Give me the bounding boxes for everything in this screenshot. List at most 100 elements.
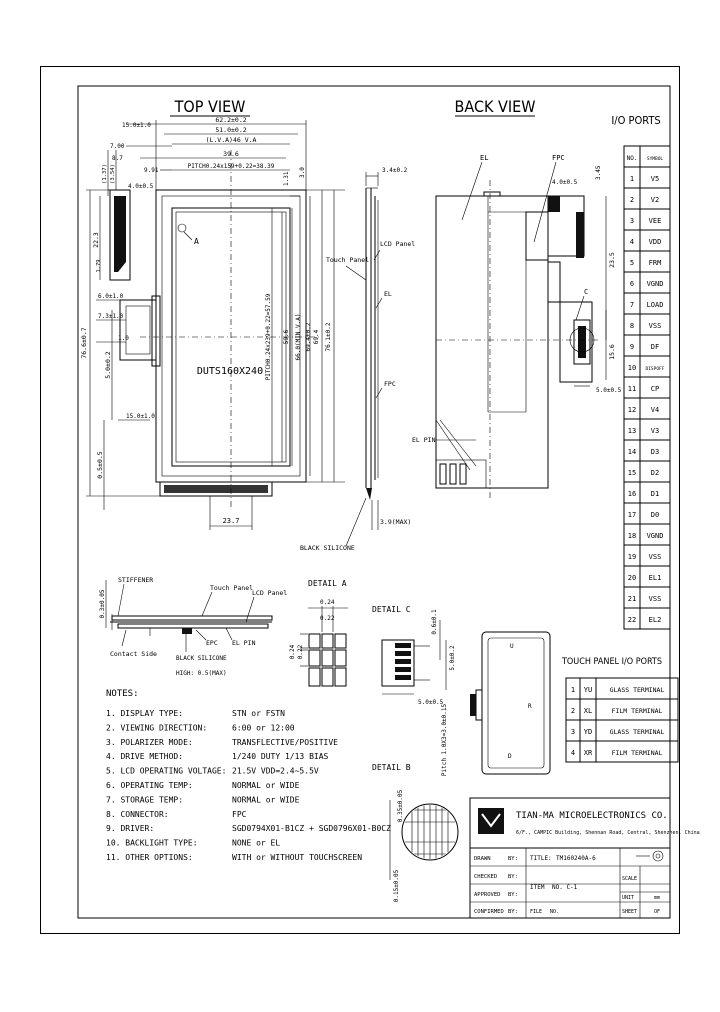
note-label: 2. VIEWING DIRECTION:	[106, 723, 207, 732]
label-stiffener: STIFFENER	[118, 576, 153, 584]
io-row-symbol: EL2	[649, 616, 662, 624]
detail-c-dim-0-6: 0.6±0.1	[431, 609, 438, 635]
detail-c-pitch: Pitch 1.0X3=3.0±0.15	[441, 703, 448, 776]
tp-cell: 2	[571, 707, 575, 715]
dim-8-7: 8.7	[112, 155, 123, 162]
io-row-no: 22	[628, 616, 636, 624]
note-label: 3. POLARIZER MODE:	[106, 738, 193, 747]
tb-title-value: TM160240A-6	[556, 855, 596, 862]
tp-cell: 3	[571, 728, 575, 736]
dim-5-0-v: 5.0±0.2	[104, 351, 112, 378]
tb-checked-label: CHECKED	[474, 874, 497, 880]
io-row-symbol: VSS	[649, 322, 662, 330]
label-section-silicone: BLACK SILICONE	[176, 655, 227, 662]
io-row-no: 8	[630, 322, 634, 330]
dim-15-left: 15.0±1.0	[122, 122, 151, 129]
io-row-no: 5	[630, 259, 634, 267]
tb-sheet-label: SHEET	[622, 909, 637, 915]
dim-1-37: (1.37)	[102, 164, 108, 184]
tp-cell: 1	[571, 686, 575, 694]
label-section-high: HIGH: 0.5(MAX)	[176, 670, 227, 677]
detail-a-marker: A	[194, 237, 199, 246]
note-label: 6. OPERATING TEMP:	[106, 781, 193, 790]
tb-file-label: FILE	[530, 909, 542, 915]
io-row-no: 17	[628, 511, 636, 519]
dim-59-6: 59.6	[283, 329, 290, 344]
label-touch-panel: Touch Panel	[326, 256, 369, 264]
tp-cell: GLASS TERMINAL	[610, 728, 665, 736]
detail-a-dim-022-v: 0.22	[297, 644, 304, 659]
note-label: 8. CONNECTOR:	[106, 810, 169, 819]
dim-69-4-tol: 69.4±0.2	[305, 322, 312, 351]
io-row-no: 7	[630, 301, 634, 309]
io-row-no: 19	[628, 553, 636, 561]
detail-c-dim-5-0-v: 5.0±0.2	[449, 645, 456, 671]
company-address: 6/F., CAMPIC Building, Shennan Road, Cen…	[516, 830, 700, 836]
tb-sheet-value: OF	[654, 909, 660, 915]
io-row-symbol: VEE	[649, 217, 662, 225]
label-fpc-side: FPC	[384, 380, 396, 388]
io-row-no: 6	[630, 280, 634, 288]
detail-c-drawing	[381, 620, 447, 695]
detail-c-dim-5-0-h: 5.0±0.5	[418, 699, 444, 706]
io-row-no: 16	[628, 490, 636, 498]
touch-panel-title: TOUCH PANEL I/O PORTS	[561, 657, 662, 667]
io-row-no: 3	[630, 217, 634, 225]
dim-1-31: 1.31	[283, 171, 290, 186]
io-row-symbol: D0	[651, 511, 659, 519]
label-section-touch: Touch Panel	[210, 584, 253, 592]
tb-drawn-by: BY:	[508, 856, 518, 862]
tb-file-value: NO.	[550, 909, 559, 915]
io-row-no: 20	[628, 574, 636, 582]
label-section-epc: EPC	[206, 639, 218, 647]
io-header-no: NO.	[627, 155, 638, 162]
io-row-no: 2	[630, 196, 634, 204]
dim-3-54: (3.54)	[110, 164, 116, 184]
tp-cell: 4	[571, 749, 575, 757]
tp-cell: GLASS TERMINAL	[610, 686, 665, 694]
io-row-no: 18	[628, 532, 636, 540]
drawing-sheet	[40, 66, 680, 934]
dim-1-0: 1.0	[118, 335, 129, 342]
fpc-pins	[164, 485, 268, 493]
io-row-symbol: DF	[651, 343, 659, 351]
back-view-title: BACK VIEW	[455, 97, 536, 116]
dim-6-0: 6.0±1.0	[98, 293, 124, 300]
dim-4-0: 4.0±0.5	[128, 183, 154, 190]
label-contact-side: Contact Side	[110, 650, 157, 658]
company-name: TIAN-MA MICROELECTRONICS CO.	[516, 811, 668, 821]
detail-b-dim-0-15: 0.15±0.05	[393, 869, 400, 902]
dim-76-1: 76.1±0.2	[325, 322, 332, 351]
io-row-symbol: VGND	[647, 280, 664, 288]
detail-c-title: DETAIL C	[372, 605, 411, 614]
detail-b-title: DETAIL B	[372, 763, 411, 772]
io-row-symbol: VGND	[647, 532, 664, 540]
tb-checked-by: BY:	[508, 874, 518, 880]
io-row-symbol: VDD	[649, 238, 662, 246]
io-row-symbol: FRM	[649, 259, 662, 267]
dim-15-bottom: 15.0±1.0	[126, 413, 155, 420]
dim-3-4: 3.4±0.2	[382, 167, 408, 174]
label-el-pin: EL PIN	[412, 436, 436, 444]
io-row-no: 4	[630, 238, 634, 246]
io-row-no: 13	[628, 427, 636, 435]
dim-4-0-back: 4.0±0.5	[552, 179, 578, 186]
section-view	[110, 614, 273, 636]
dim-51-0: 51.0±0.2	[215, 126, 246, 134]
dim-62-2: 62.2±0.2	[215, 116, 246, 124]
note-label: 10. BACKLIGHT TYPE:	[106, 839, 198, 848]
dim-bottom: 23.7	[223, 517, 240, 525]
notes-title: NOTES:	[106, 689, 139, 699]
note-value: 21.5V VDD=2.4~5.5V	[232, 767, 319, 776]
tp-cell: XR	[584, 749, 593, 757]
label-el-side: EL	[384, 290, 392, 298]
touch-panel-outline: U R D	[470, 631, 551, 775]
io-row-symbol: VSS	[649, 595, 662, 603]
io-row-no: 10	[628, 364, 636, 372]
title-block	[469, 797, 671, 919]
note-label: 4. DRIVE METHOD:	[106, 752, 183, 761]
note-label: 5. LCD OPERATING VOLTAGE:	[106, 767, 226, 776]
note-value: SGD0794X01-B1CZ + SGD0796X01-B0CZ	[232, 824, 391, 833]
